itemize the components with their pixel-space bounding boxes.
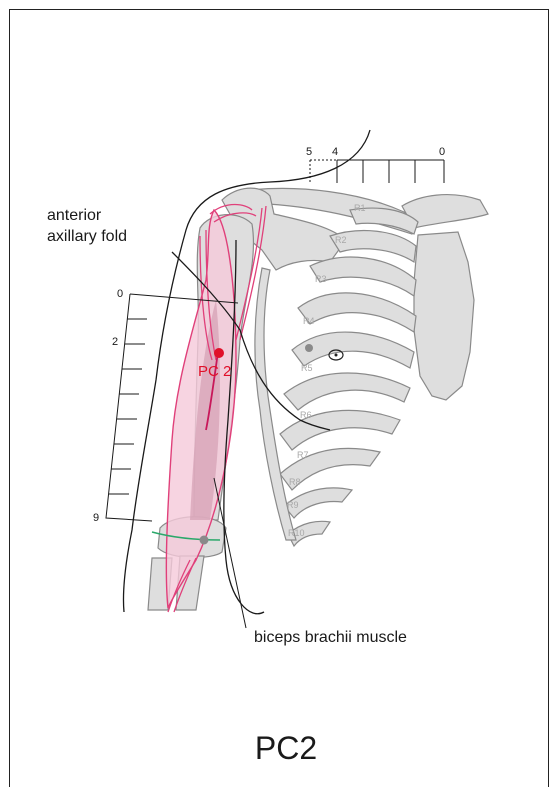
arm-scale-label-0: 0 [117,288,123,300]
top-scale [310,160,444,183]
rib-label: R1 [354,203,366,213]
rib-label: R2 [335,235,347,245]
rib-cage [222,188,488,546]
rib-7 [280,410,400,450]
acupoint-pc2-label: PC 2 [198,363,231,380]
sternum [414,232,474,400]
biceps-label: biceps brachii muscle [254,629,407,646]
acupoint-pc2-marker [214,348,224,358]
rib-label: R5 [301,363,313,373]
scale-label-0: 0 [439,146,445,158]
rib-label: R6 [300,410,312,420]
rib-6 [284,373,410,410]
rib-label: R9 [287,500,299,510]
anterior-label-line1: anterior [47,207,102,224]
rib-4 [298,293,416,332]
rib-label: R8 [289,477,301,487]
figure-title: PC2 [255,730,317,766]
arm-scale-label-9: 9 [93,512,99,524]
arm-scale-labels: 0 2 9 [93,288,123,524]
chest-point [305,344,313,352]
rib-label: R10 [288,528,305,538]
scale-label-4: 4 [332,146,338,158]
scale-label-5: 5 [306,146,312,158]
elbow-point [200,536,209,545]
rib-label: R3 [315,274,327,284]
anterior-label-line2: axillary fold [47,228,127,245]
top-scale-labels: 5 4 0 [306,146,445,158]
arm-scale-label-2: 2 [112,336,118,348]
rib-label: R4 [303,316,315,326]
rib-label: R7 [297,450,309,460]
